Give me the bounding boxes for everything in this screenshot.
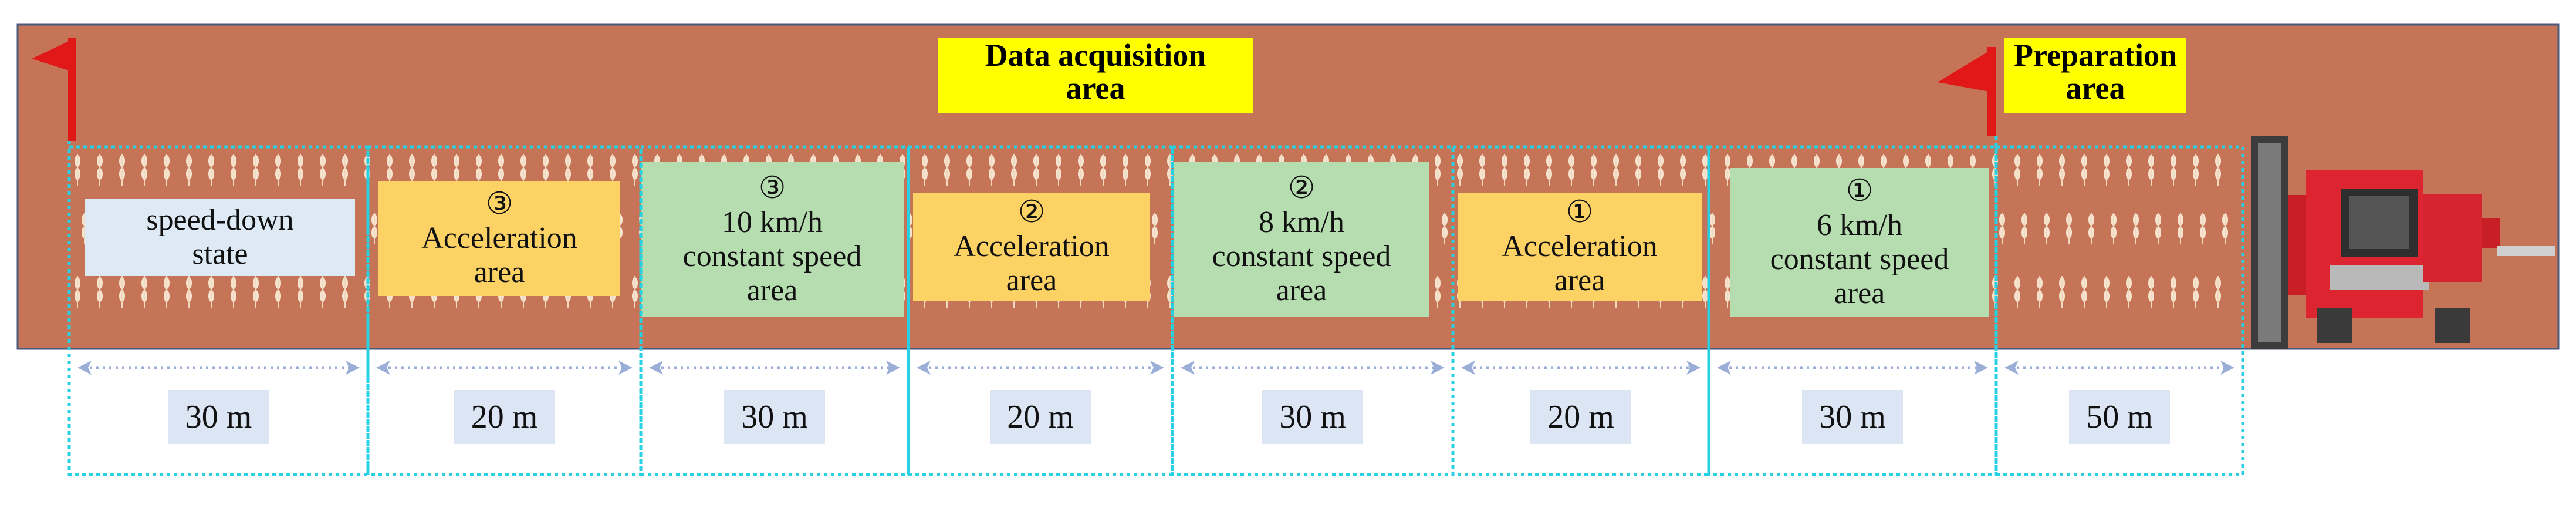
arrowhead-left-icon (2004, 361, 2019, 375)
distance-acceleration-1: 20 m (1461, 361, 1701, 444)
distance-label: 30 m (741, 399, 808, 435)
area-label-line: area (1554, 264, 1605, 297)
area-number-marker: ③ (759, 172, 786, 205)
arrowhead-left-icon (1181, 361, 1195, 375)
area-number-marker: ② (1018, 196, 1046, 229)
segment-guide-constant-3 (639, 145, 910, 476)
area-label-line: 8 km/h (1259, 206, 1344, 239)
distance-acceleration-2: 20 m (917, 361, 1164, 444)
arrowhead-left-icon (649, 361, 663, 375)
distance-label-box (1802, 390, 1903, 444)
arrowhead-right-icon (1974, 361, 1988, 375)
distance-label: 30 m (185, 399, 252, 435)
area-label-line: constant speed (1212, 240, 1391, 273)
segment-guide-constant-1 (1707, 145, 1998, 476)
area-label-line: Acceleration (954, 230, 1110, 263)
arrowhead-right-icon (1431, 361, 1445, 375)
area-box-acceleration-2 (913, 193, 1150, 301)
distance-label-box (1530, 390, 1631, 444)
preparation-header: Preparation area (2004, 38, 2186, 113)
arrowhead-left-icon (1461, 361, 1475, 375)
combine-harvester-icon (2251, 136, 2555, 349)
arrowhead-left-icon (376, 361, 390, 375)
arrowhead-right-icon (346, 361, 360, 375)
area-box-acceleration-3 (378, 181, 620, 296)
distance-acceleration-3: 20 m (376, 361, 633, 444)
area-number-marker: ① (1566, 196, 1594, 229)
area-label-line: state (192, 237, 248, 271)
area-box-constant-1 (1730, 168, 1989, 317)
area-box-speed-down (85, 199, 355, 276)
arrowhead-left-icon (917, 361, 931, 375)
preparation-line1: Preparation (2014, 38, 2177, 73)
area-label-line: area (1276, 274, 1327, 307)
distance-label: 30 m (1819, 399, 1886, 435)
area-label-line: area (1834, 277, 1885, 310)
arrowhead-right-icon (1686, 361, 1701, 375)
distance-label: 20 m (1547, 399, 1614, 435)
area-label-line: Acceleration (421, 221, 577, 255)
segment-guide-speed-down (67, 145, 370, 476)
area-label-line: speed-down (146, 203, 293, 237)
data-acquisition-line1: Data acquisition (985, 38, 1206, 73)
area-label-line: area (1006, 264, 1057, 297)
start-flag-icon (32, 38, 76, 141)
area-number-marker: ③ (486, 187, 513, 221)
distance-label-box (724, 390, 825, 444)
distance-label-box (168, 390, 269, 444)
segment-guide-acceleration-1 (1451, 145, 1710, 476)
distance-label: 20 m (1007, 399, 1074, 435)
segment-guide-preparation (1994, 145, 2244, 476)
area-number-marker: ② (1288, 172, 1316, 205)
distance-label-box (454, 390, 555, 444)
segment-guides (67, 136, 2244, 476)
finish-flag-icon (1938, 47, 1996, 136)
area-box-constant-2 (1174, 162, 1429, 317)
distance-speed-down: 30 m (77, 361, 360, 444)
data-acquisition-header: Data acquisition area (938, 38, 1253, 113)
area-label-line: constant speed (683, 240, 862, 273)
arrowhead-left-icon (1717, 361, 1731, 375)
distance-dimensions: 30 m 20 m 30 m 20 m 30 m 20 m 30 m 50 m (77, 361, 2234, 444)
area-box-acceleration-1 (1458, 193, 1702, 301)
arrowhead-left-icon (77, 361, 92, 375)
area-label-line: 10 km/h (722, 206, 823, 239)
distance-label-box (990, 390, 1091, 444)
area-label-line: area (747, 274, 798, 307)
area-label-line: Acceleration (1502, 230, 1658, 263)
area-label-line: area (474, 256, 525, 289)
distance-constant-1: 30 m (1717, 361, 1988, 444)
distance-label: 30 m (1279, 399, 1346, 435)
arrowhead-right-icon (886, 361, 900, 375)
distance-label: 20 m (471, 399, 538, 435)
area-label-line: 6 km/h (1817, 209, 1902, 242)
data-acquisition-line2: area (1066, 70, 1125, 106)
preparation-line2: area (2066, 70, 2125, 106)
distance-label-box (2069, 390, 2170, 444)
distance-constant-2: 30 m (1181, 361, 1445, 444)
area-label-line: constant speed (1770, 243, 1949, 276)
distance-label-box (1262, 390, 1363, 444)
segment-guide-acceleration-3 (366, 145, 643, 476)
area-number-marker: ① (1846, 174, 1874, 208)
arrowhead-right-icon (1150, 361, 1164, 375)
arrowhead-right-icon (2220, 361, 2234, 375)
distance-preparation: 50 m (2004, 361, 2234, 444)
distance-constant-3: 30 m (649, 361, 900, 444)
arrowhead-right-icon (618, 361, 633, 375)
area-box-constant-3 (641, 162, 904, 317)
distance-label: 50 m (2086, 399, 2153, 435)
